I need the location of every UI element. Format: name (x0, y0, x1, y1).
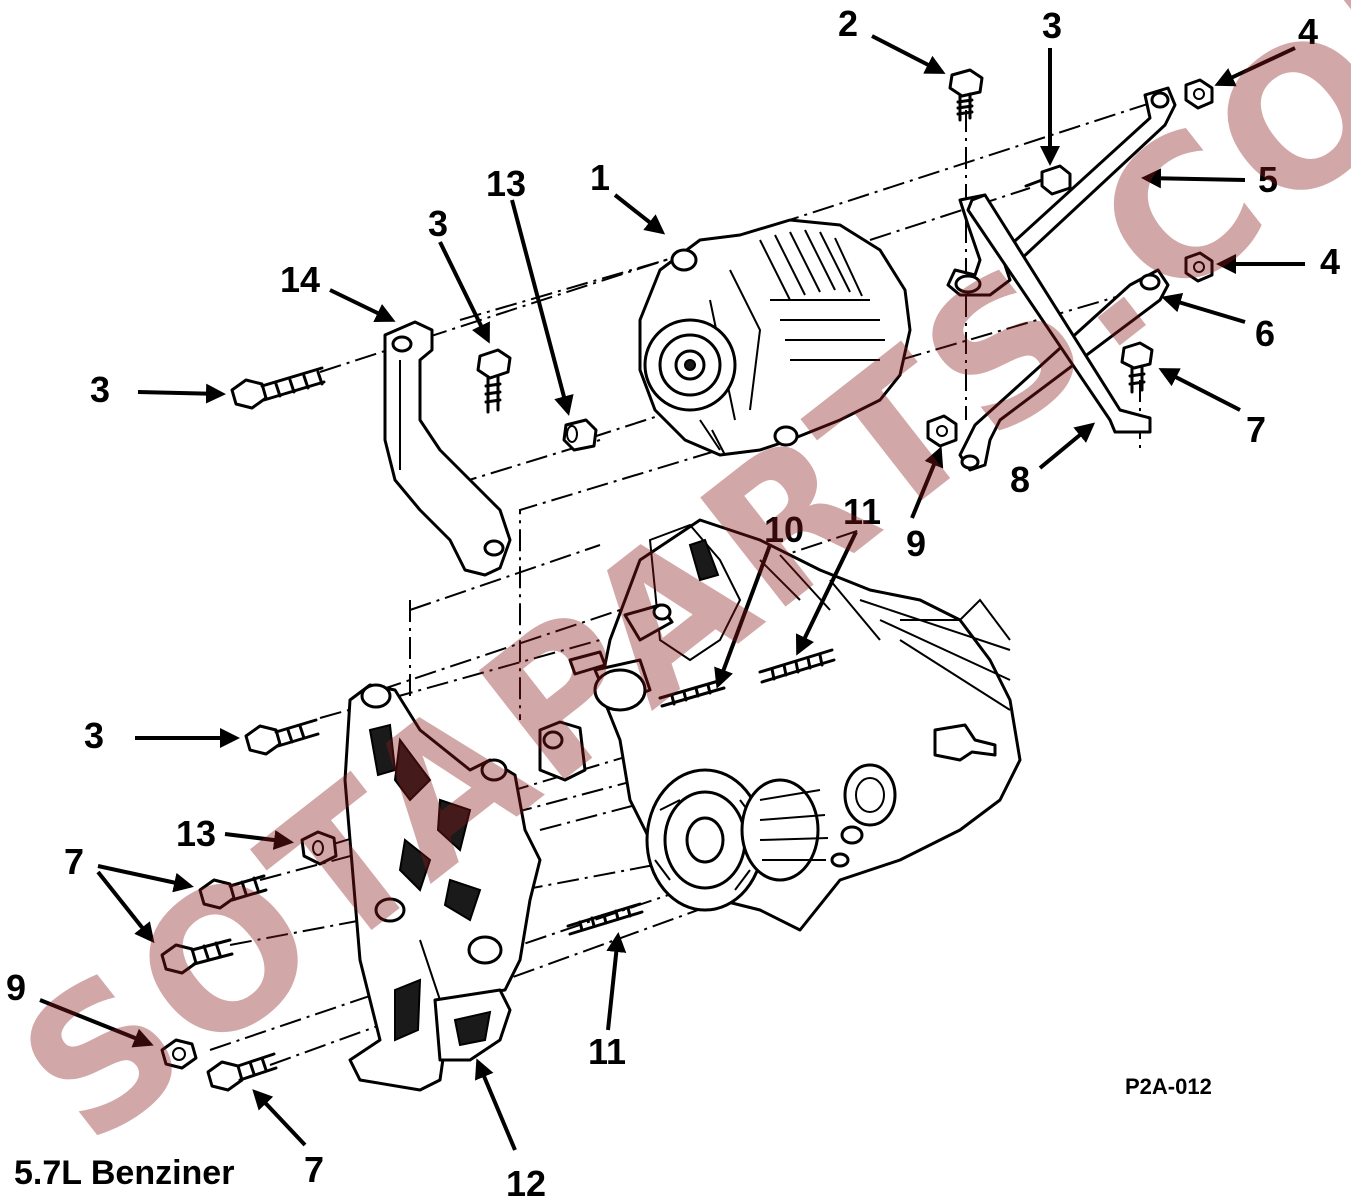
bolt-7-left-c (206, 1052, 278, 1092)
engine-caption: 5.7L Benziner (14, 1154, 234, 1192)
arrow-11-upper (795, 531, 858, 656)
main-mounting-bracket (343, 683, 587, 1092)
stud-11-upper (758, 648, 836, 684)
stud-11-lower (566, 902, 644, 936)
callout-9-lower: 9 (6, 967, 26, 1008)
arrow-2 (871, 34, 946, 74)
rear-bracket-14 (383, 320, 512, 577)
callout-7-bottom: 7 (304, 1149, 324, 1190)
brace-6 (958, 268, 1170, 472)
callout-2: 2 (838, 3, 858, 44)
bolt-3-vertical (476, 348, 512, 414)
arrow-3-left-upper (137, 383, 226, 404)
callout-4-lower: 4 (1320, 241, 1340, 282)
arrow-13-lower (224, 830, 294, 850)
arrow-9-upper (910, 446, 944, 519)
callout-labels: 1 2 3 4 5 4 6 7 8 9 10 11 13 3 14 3 3 13… (6, 3, 1340, 1200)
engine-block (568, 518, 1022, 932)
arrow-12 (474, 1058, 517, 1151)
bolt-3-left-upper (230, 366, 326, 410)
arrow-1 (613, 193, 666, 235)
arrow-3-vertical (438, 241, 490, 344)
arrow-9-lower (39, 998, 154, 1048)
callout-1: 1 (590, 157, 610, 198)
arrow-4-upper (1214, 46, 1296, 87)
spacer-13-lower (300, 830, 338, 866)
callout-arrows (39, 34, 1305, 1151)
callout-4-upper: 4 (1298, 11, 1318, 52)
callout-3-vertical: 3 (428, 203, 448, 244)
callout-7-left: 7 (64, 841, 84, 882)
bolt-3-upper-right (1024, 164, 1072, 196)
arrow-10 (714, 544, 772, 689)
figure-code: P2A-012 (1125, 1074, 1212, 1099)
spacer-13-upper (562, 418, 598, 452)
bolt-7-left-b (160, 938, 234, 975)
arrow-11-lower (606, 932, 627, 1031)
stud-10 (658, 678, 726, 708)
nut-9-lower (160, 1038, 198, 1070)
callout-11-lower: 11 (588, 1031, 626, 1072)
callout-10: 10 (764, 509, 804, 550)
callout-14: 14 (280, 259, 320, 300)
bracket-8 (966, 193, 1152, 434)
arrow-7-left-a (97, 864, 194, 893)
callout-3-left-mid: 3 (84, 715, 104, 756)
callout-3-left-upper: 3 (90, 369, 110, 410)
brace-5 (946, 86, 1177, 297)
bolt-7-upper-right (1120, 341, 1154, 394)
callout-11-upper: 11 (843, 491, 881, 532)
callout-6: 6 (1255, 313, 1275, 354)
nut-4-upper (1184, 78, 1214, 110)
callout-3-top: 3 (1042, 5, 1062, 46)
arrow-6 (1161, 293, 1246, 324)
arrow-7-left-b (96, 870, 155, 944)
callout-9-upper: 9 (906, 523, 926, 564)
nut-4-lower (1184, 251, 1214, 283)
callout-7-upper: 7 (1246, 409, 1266, 450)
callout-13-upper: 13 (486, 163, 526, 204)
arrow-5 (1141, 168, 1246, 189)
callout-13-lower: 13 (176, 813, 216, 854)
bolt-3-left-mid (244, 718, 320, 756)
callout-12: 12 (506, 1163, 546, 1200)
arrow-13-upper (510, 199, 574, 416)
alternator-1 (638, 218, 912, 457)
arrow-8 (1038, 422, 1096, 470)
bolt-2 (948, 68, 984, 122)
nut-9-upper (926, 414, 958, 448)
arrow-7-upper (1158, 368, 1241, 412)
callout-5: 5 (1258, 159, 1278, 200)
callout-8: 8 (1010, 459, 1030, 500)
arrow-14 (329, 288, 396, 323)
arrow-7-bottom (252, 1089, 307, 1147)
bolt-7-left-a (198, 874, 268, 910)
